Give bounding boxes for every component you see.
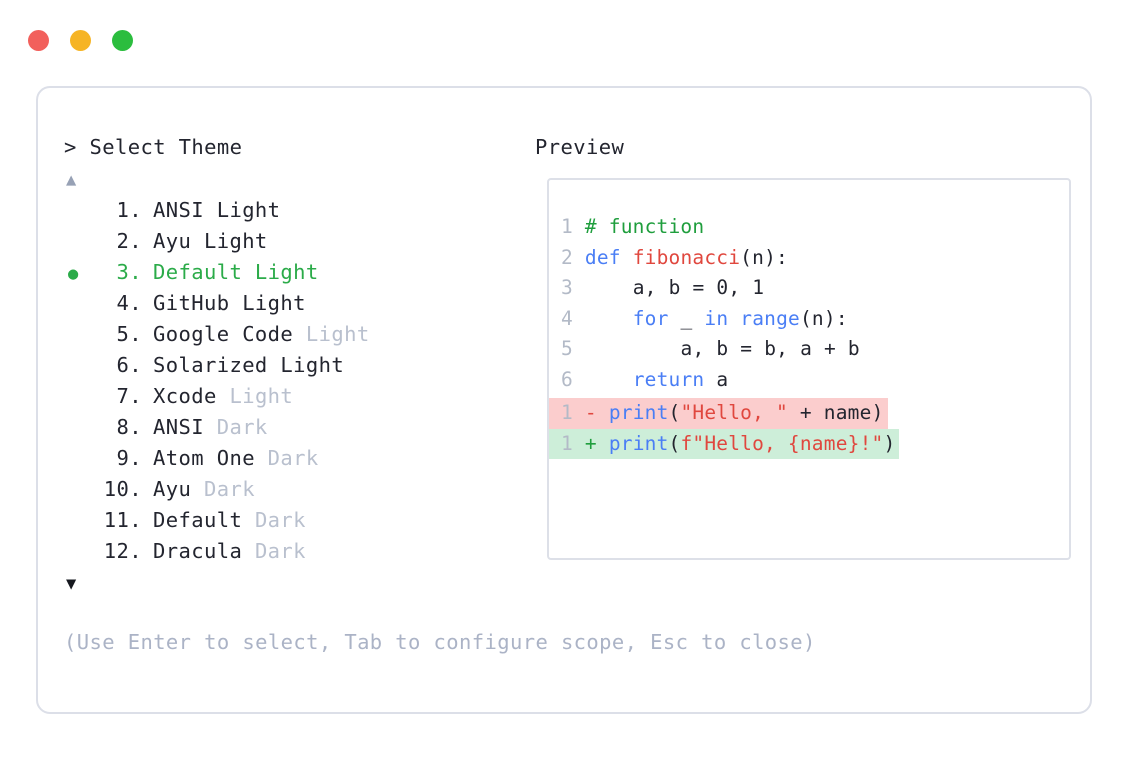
theme-item-name: Ayu Light — [153, 229, 268, 253]
scroll-up-arrow-icon[interactable]: ▲ — [66, 170, 77, 190]
theme-item-index: 4. — [103, 291, 142, 315]
theme-list-item[interactable]: 12. Dracula Dark — [64, 539, 524, 570]
theme-list-item[interactable]: 8. ANSI Dark — [64, 415, 524, 446]
preview-header: Preview — [535, 135, 625, 159]
diff-line-removed: 1 - print("Hello, " + name) — [549, 398, 899, 429]
theme-item-index: 10. — [103, 477, 142, 501]
diff-line-added: 1 + print(f"Hello, {name}!") — [549, 428, 900, 459]
preview-box: 1 # function 2 def fibonacci(n): 3 a, b = … — [547, 178, 1071, 560]
maximize-window-button[interactable] — [112, 30, 133, 51]
line-number: 4 — [561, 306, 573, 330]
window-traffic-lights — [28, 30, 133, 51]
theme-item-variant: Dark — [203, 415, 268, 439]
diff-sign: - — [584, 401, 597, 424]
line-number: 1 — [561, 215, 573, 238]
theme-item-index: 9. — [103, 446, 142, 470]
theme-item-name: Google Code — [153, 322, 294, 346]
theme-list-item[interactable]: 1. ANSI Light — [64, 198, 524, 229]
theme-item-index: 1. — [103, 198, 142, 222]
theme-list: 1. ANSI Light 2. Ayu Light ● 3. Default Ligh… — [64, 198, 524, 570]
theme-list-item[interactable]: 6. Solarized Light — [64, 353, 524, 384]
code-line: 1 # function — [561, 215, 705, 238]
code-line: 2 def fibonacci(n): — [561, 245, 788, 269]
theme-item-index: 3. — [103, 260, 142, 284]
diff-sample: 1 - print("Hello, " + name)1 + print(f"H… — [549, 398, 900, 459]
line-number: 5 — [561, 337, 573, 360]
code-line: 3 a, b = 0, 1 — [561, 276, 765, 299]
theme-item-index: 6. — [103, 353, 142, 377]
theme-item-index: 2. — [103, 229, 142, 253]
theme-item-variant: Light — [216, 384, 294, 408]
theme-list-item[interactable]: 11. Default Dark — [64, 508, 524, 539]
theme-list-item[interactable]: 2. Ayu Light — [64, 229, 524, 260]
theme-list-item[interactable]: ● 3. Default Light — [64, 260, 524, 291]
theme-list-item[interactable]: 10. Ayu Dark — [64, 477, 524, 508]
preview-column: Preview 1 # function 2 def fibonacci(n): 3… — [535, 132, 1071, 560]
code-sample: 1 # function 2 def fibonacci(n): 3 a, b = … — [561, 212, 1069, 395]
theme-item-variant: Dark — [242, 539, 306, 563]
theme-item-name: Xcode — [153, 384, 217, 408]
diff-sign: + — [584, 431, 597, 455]
theme-item-name: Default — [153, 508, 243, 532]
theme-item-name: ANSI Light — [153, 198, 281, 222]
theme-item-name: Solarized Light — [153, 353, 345, 377]
theme-picker-panel: > Select Theme ▲ 1. ANSI Light 2. Ayu Ligh… — [36, 86, 1092, 714]
theme-item-name: Default Light — [153, 260, 319, 284]
theme-item-name: GitHub Light — [153, 291, 306, 315]
selected-bullet-icon: ● — [68, 264, 79, 284]
line-number: 6 — [561, 367, 573, 391]
line-number: 3 — [561, 276, 573, 299]
theme-item-variant: Dark — [254, 446, 319, 470]
theme-item-variant: Light — [293, 322, 370, 346]
theme-item-variant: Dark — [242, 508, 306, 532]
theme-item-index: 12. — [103, 539, 142, 563]
theme-item-name: ANSI — [153, 415, 204, 439]
line-number: 1 — [561, 401, 573, 424]
theme-list-item[interactable]: 7. Xcode Light — [64, 384, 524, 415]
diff-line-content: 1 - print("Hello, " + name) — [549, 398, 888, 429]
keyboard-hint: (Use Enter to select, Tab to configure s… — [64, 630, 816, 654]
theme-item-name: Ayu — [153, 477, 192, 501]
theme-item-index: 7. — [103, 384, 142, 408]
code-line: 4 for _ in range(n): — [561, 306, 848, 330]
theme-item-index: 11. — [103, 508, 142, 532]
theme-item-name: Dracula — [153, 539, 243, 563]
diff-line-content: 1 + print(f"Hello, {name}!") — [549, 428, 900, 459]
scroll-down-arrow-icon[interactable]: ▼ — [66, 574, 77, 594]
code-line: 6 return a — [561, 367, 729, 391]
line-number: 1 — [561, 431, 573, 455]
theme-list-item[interactable]: 4. GitHub Light — [64, 291, 524, 322]
theme-list-item[interactable]: 5. Google Code Light — [64, 322, 524, 353]
select-theme-prompt: > Select Theme — [64, 135, 243, 159]
theme-item-index: 8. — [103, 415, 142, 439]
theme-select-column: > Select Theme ▲ 1. ANSI Light 2. Ayu Ligh… — [64, 132, 524, 596]
minimize-window-button[interactable] — [70, 30, 91, 51]
line-number: 2 — [561, 245, 573, 269]
code-line: 5 a, b = b, a + b — [561, 337, 860, 360]
theme-item-name: Atom One — [153, 446, 255, 470]
theme-item-index: 5. — [103, 322, 142, 346]
theme-list-item[interactable]: 9. Atom One Dark — [64, 446, 524, 477]
theme-item-variant: Dark — [191, 477, 255, 501]
close-window-button[interactable] — [28, 30, 49, 51]
